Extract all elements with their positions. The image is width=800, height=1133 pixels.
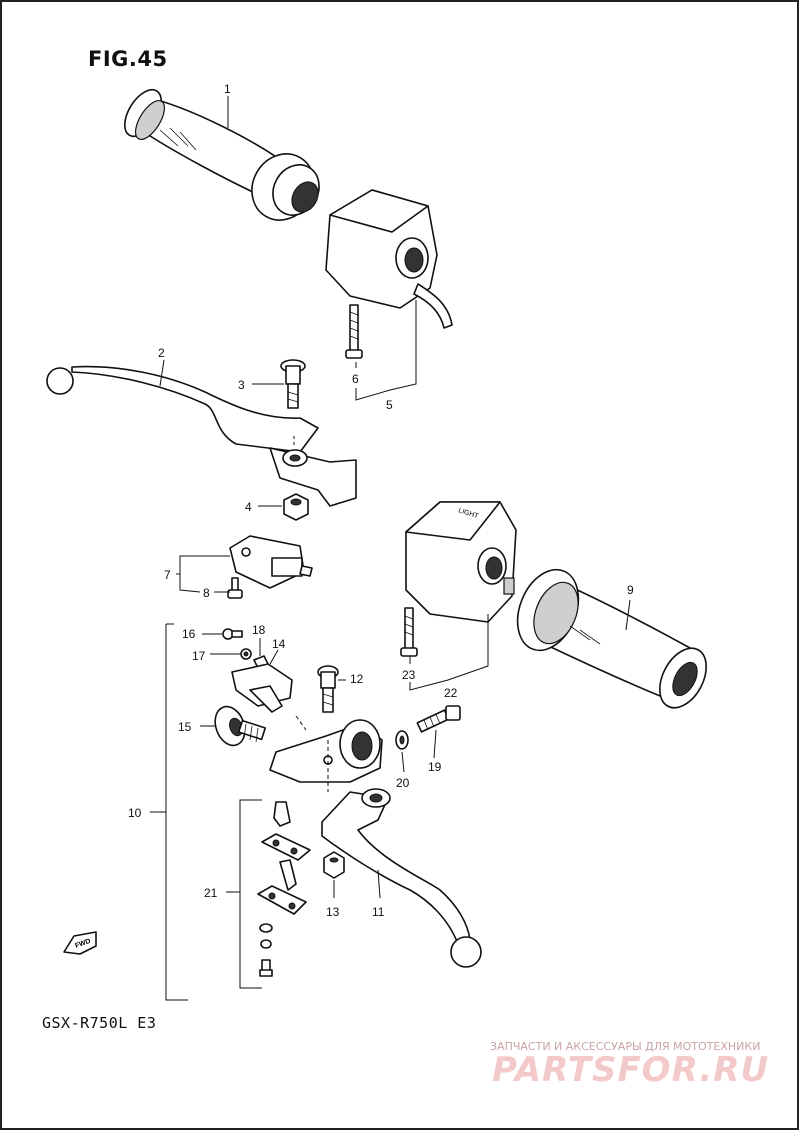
watermark-tagline: ЗАПЧАСТИ И АКСЕССУАРЫ ДЛЯ МОТОТЕХНИКИ [490,1040,761,1053]
callout-labels: 1 2 3 4 5 6 7 8 9 10 11 12 13 14 15 16 1… [74,82,634,950]
clamp-set [257,801,311,977]
switch-screw-right [345,304,363,359]
switch-screw-left [400,607,418,657]
right-handlebar-switch [325,189,453,329]
callout-4: 4 [245,500,252,514]
callout-10: 10 [128,806,142,820]
callout-22: 22 [444,686,458,700]
front-stop-switch [229,535,313,589]
callout-8: 8 [203,586,210,600]
throttle-grip [124,88,320,221]
clutch-switch [231,663,293,713]
pivot-bolt-clutch [317,665,339,713]
callout-16: 16 [182,627,196,641]
callout-6: 6 [352,372,359,386]
callout-3: 3 [238,378,245,392]
callout-5: 5 [386,398,393,412]
lever-nut-clutch [323,851,345,879]
left-handlebar-switch [405,501,517,623]
lever-nut-brake [283,493,309,521]
clutch-lever-holder [269,719,383,783]
callout-11: 11 [372,905,385,919]
switch-screw-clutch [222,628,243,640]
callout-14: 14 [272,637,286,651]
stop-switch-screw [227,577,243,599]
callout-18: 18 [252,623,266,637]
callout-2: 2 [158,346,165,360]
figure-title: FIG.45 [88,47,168,71]
model-code: GSX-R750L E3 [42,1014,157,1032]
callout-20: 20 [396,776,410,790]
washer [240,648,252,660]
holder-bolt [416,705,461,733]
callout-13: 13 [326,905,340,919]
adjuster [214,705,267,747]
callout-23: 23 [402,668,416,682]
callout-7: 7 [164,568,171,582]
callout-17: 17 [192,649,206,663]
left-handlebar-grip [516,568,707,709]
holder-washer [395,730,409,750]
pivot-bolt-brake [280,359,306,409]
callout-12: 12 [350,672,364,686]
callout-9: 9 [627,583,634,597]
callout-21: 21 [204,886,218,900]
callout-19: 19 [428,760,442,774]
leader-lines [150,96,631,1001]
watermark-logo: PARTSFOR.RU [492,1050,770,1090]
callout-15: 15 [178,720,192,734]
brake-lever [46,365,357,507]
forward-arrow-icon [63,931,97,955]
callout-1: 1 [224,82,231,96]
clutch-lever [321,788,482,968]
